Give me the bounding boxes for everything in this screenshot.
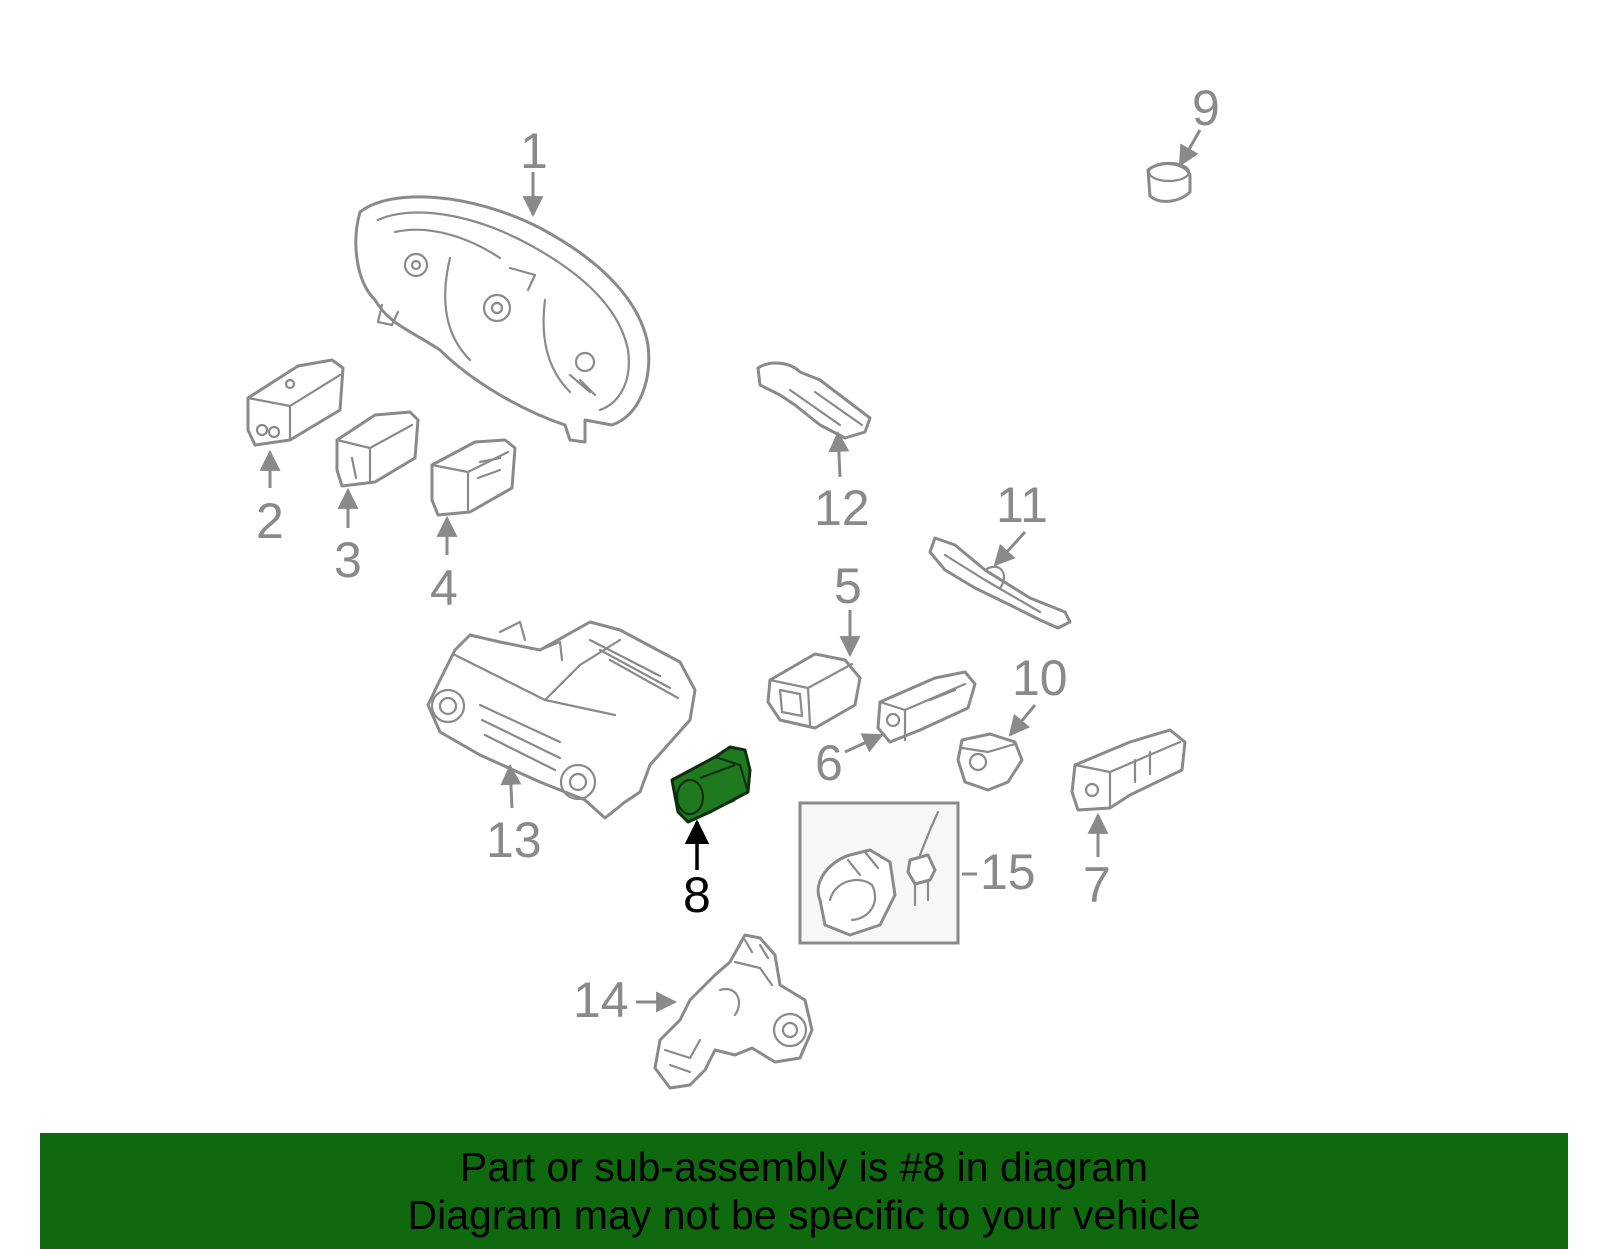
leader-lines [259,129,1202,1013]
leader-11 [993,530,1027,567]
part-9-clip[interactable] [1146,161,1192,203]
leader-6 [844,733,884,754]
callout-1: 1 [520,123,548,179]
callout-9: 9 [1192,80,1220,136]
callout-15: 15 [980,844,1036,900]
part-15-inset[interactable] [798,801,960,945]
part-1-instrument-cluster[interactable] [354,195,651,444]
callout-13: 13 [486,812,542,868]
part-8-highlighted[interactable] [670,745,752,824]
part-14-ignition-lock[interactable] [653,933,814,1090]
leader-12 [828,430,850,478]
part-6-switch[interactable] [876,670,977,744]
info-banner: Part or sub-assembly is #8 in diagram Di… [40,1133,1568,1249]
callout-2: 2 [256,493,284,549]
part-3-switch[interactable] [335,410,420,488]
part-4-switch[interactable] [430,438,517,517]
callout-numbers: 1 2 3 4 5 6 7 8 9 10 11 12 13 14 15 [256,80,1220,1028]
callout-5: 5 [834,558,862,614]
callout-8: 8 [683,867,711,923]
callout-6: 6 [815,735,843,791]
leader-10 [1008,704,1037,737]
callout-7: 7 [1083,857,1111,913]
part-2-switch[interactable] [246,358,345,447]
leader-13 [500,763,522,809]
banner-line-1: Part or sub-assembly is #8 in diagram [459,1144,1149,1190]
part-13-control-panel[interactable] [426,620,697,820]
part-7-switch[interactable] [1070,728,1187,812]
callout-11: 11 [996,477,1048,533]
part-10-switch[interactable] [956,732,1024,792]
banner-line-2: Diagram may not be specific to your vehi… [407,1192,1201,1238]
callout-3: 3 [334,532,362,588]
callout-4: 4 [430,560,458,616]
leader-9 [1178,129,1202,167]
part-5-switch[interactable] [766,652,862,730]
callout-14: 14 [573,972,629,1028]
part-11-bracket[interactable] [928,536,1072,630]
part-12-bracket[interactable] [756,361,872,440]
callout-10: 10 [1012,650,1068,706]
callout-12: 12 [814,480,870,536]
